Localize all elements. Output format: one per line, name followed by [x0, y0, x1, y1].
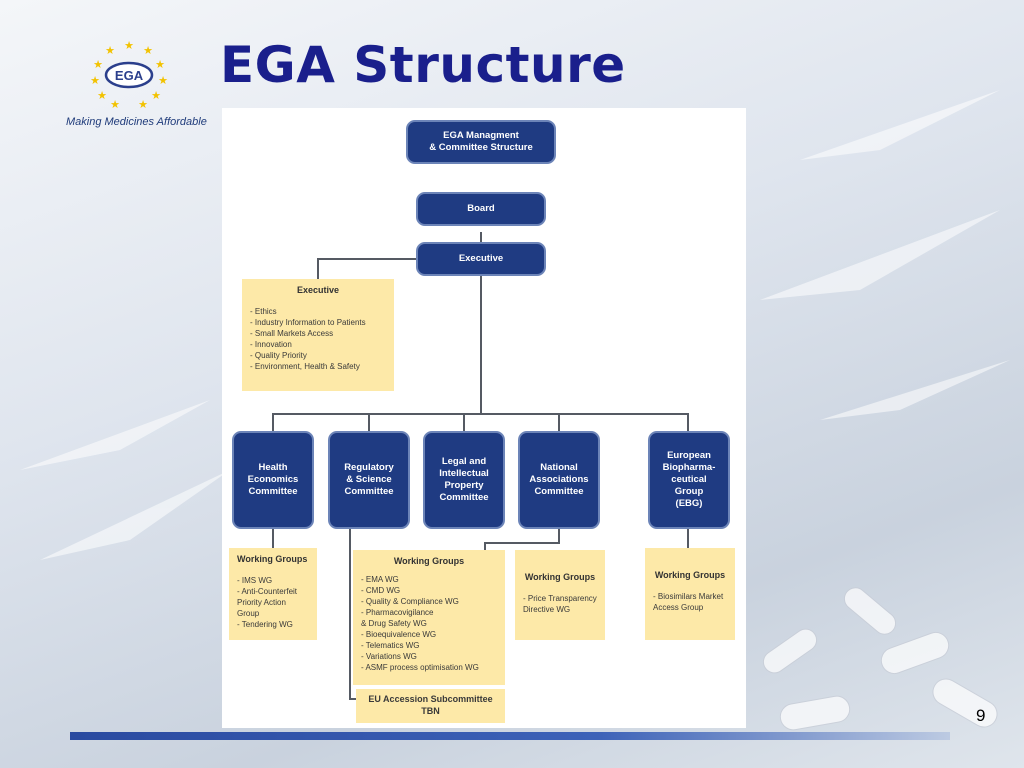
svg-text:★: ★ — [138, 98, 148, 110]
connector-committee-bus — [272, 413, 688, 415]
logo-text: EGA — [115, 68, 144, 83]
working-groups-heading: Working Groups — [393, 556, 465, 566]
connector-drop-4 — [558, 413, 560, 433]
working-group-item: - CMD WG — [361, 586, 401, 595]
node-national-associations-committee: National Associations Committee — [518, 431, 600, 529]
slide-title: EGA Structure — [220, 36, 626, 94]
svg-text:★: ★ — [93, 58, 103, 71]
connector-exec-to-exec-box-v — [317, 258, 319, 280]
working-group-item: - Price Transparency Directive WG — [523, 594, 597, 614]
executive-item: - Small Markets Access — [250, 329, 334, 338]
working-group-item: - IMS WG — [237, 576, 273, 585]
connector-drop-1 — [272, 413, 274, 433]
executive-item: - Industry Information to Patients — [250, 318, 366, 327]
connector-national-v — [558, 528, 560, 544]
node-executive: Executive — [416, 242, 546, 276]
working-groups-regulatory: Working Groups - EMA WG - CMD WG - Quali… — [353, 550, 505, 685]
ega-star-ring-icon: ★ ★ ★ ★ ★ ★ ★ ★ ★ ★ ★ EGA — [90, 39, 168, 110]
svg-text:★: ★ — [155, 58, 165, 71]
ega-logo: ★ ★ ★ ★ ★ ★ ★ ★ ★ ★ ★ EGA Making Medicin… — [66, 36, 207, 136]
eu-accession-subcommittee: EU Accession Subcommittee TBN — [356, 689, 505, 723]
connector-exec-trunk — [480, 274, 482, 414]
svg-text:★: ★ — [158, 74, 168, 87]
logo-tagline: Making Medicines Affordable — [66, 116, 207, 128]
connector-reg-to-sub — [349, 698, 356, 700]
connector-wg-1 — [272, 528, 274, 548]
connector-drop-2 — [368, 413, 370, 433]
connector-board-executive — [480, 232, 482, 244]
svg-text:★: ★ — [97, 89, 107, 102]
executive-item: - Environment, Health & Safety — [250, 362, 360, 371]
executive-box-heading: Executive — [296, 285, 340, 295]
working-group-item: - Variations WG — [361, 652, 417, 661]
working-groups-heading: Working Groups — [654, 570, 726, 580]
connector-drop-3 — [463, 413, 465, 433]
working-group-item: - Tendering WG — [237, 620, 293, 629]
page-number: 9 — [976, 706, 986, 725]
node-management-structure: EGA Managment & Committee Structure — [406, 120, 556, 164]
connector-drop-5 — [687, 413, 689, 433]
svg-text:★: ★ — [151, 89, 161, 102]
svg-text:★: ★ — [124, 39, 134, 52]
working-group-item: - EMA WG — [361, 575, 399, 584]
working-group-item: - ASMF process optimisation WG — [361, 663, 479, 672]
svg-text:★: ★ — [143, 44, 153, 57]
org-chart-panel: EGA Managment & Committee Structure Boar… — [222, 108, 746, 728]
node-ebg: European Biopharma- ceutical Group (EBG) — [648, 431, 730, 529]
working-groups-ebg: Working Groups - Biosimilars Market Acce… — [645, 548, 735, 640]
executive-box: Executive - Ethics - Industry Informatio… — [242, 279, 394, 391]
node-regulatory-science-committee: Regulatory & Science Committee — [328, 431, 410, 529]
working-groups-national: Working Groups - Price Transparency Dire… — [515, 550, 605, 640]
working-groups-heading: Working Groups — [237, 554, 308, 564]
node-health-economics-committee: Health Economics Committee — [232, 431, 314, 529]
connector-reg-down — [349, 528, 351, 700]
working-group-item: - Bioequivalence WG — [361, 630, 437, 639]
working-group-item: - Telematics WG — [361, 641, 420, 650]
node-legal-ip-committee: Legal and Intellectual Property Committe… — [423, 431, 505, 529]
connector-national-h — [484, 542, 560, 544]
working-group-item: - Pharmacovigilance & Drug Safety WG — [361, 608, 434, 628]
svg-text:★: ★ — [105, 44, 115, 57]
working-group-item: - Biosimilars Market Access Group — [653, 592, 724, 612]
connector-national-down — [484, 542, 486, 550]
connector-ebg-down — [687, 528, 689, 548]
connector-exec-to-exec-box-h — [317, 258, 417, 260]
executive-item: - Quality Priority — [250, 351, 307, 360]
working-groups-health: Working Groups - IMS WG - Anti-Counterfe… — [229, 548, 317, 640]
working-group-item: - Anti-Counterfeit Priority Action Group — [237, 587, 298, 618]
working-groups-heading: Working Groups — [524, 572, 596, 582]
executive-item: - Ethics — [250, 307, 277, 316]
footer-bar — [70, 732, 950, 740]
svg-text:★: ★ — [90, 74, 100, 87]
executive-item: - Innovation — [250, 340, 292, 349]
node-board: Board — [416, 192, 546, 226]
working-group-item: - Quality & Compliance WG — [361, 597, 459, 606]
svg-text:★: ★ — [110, 98, 120, 110]
